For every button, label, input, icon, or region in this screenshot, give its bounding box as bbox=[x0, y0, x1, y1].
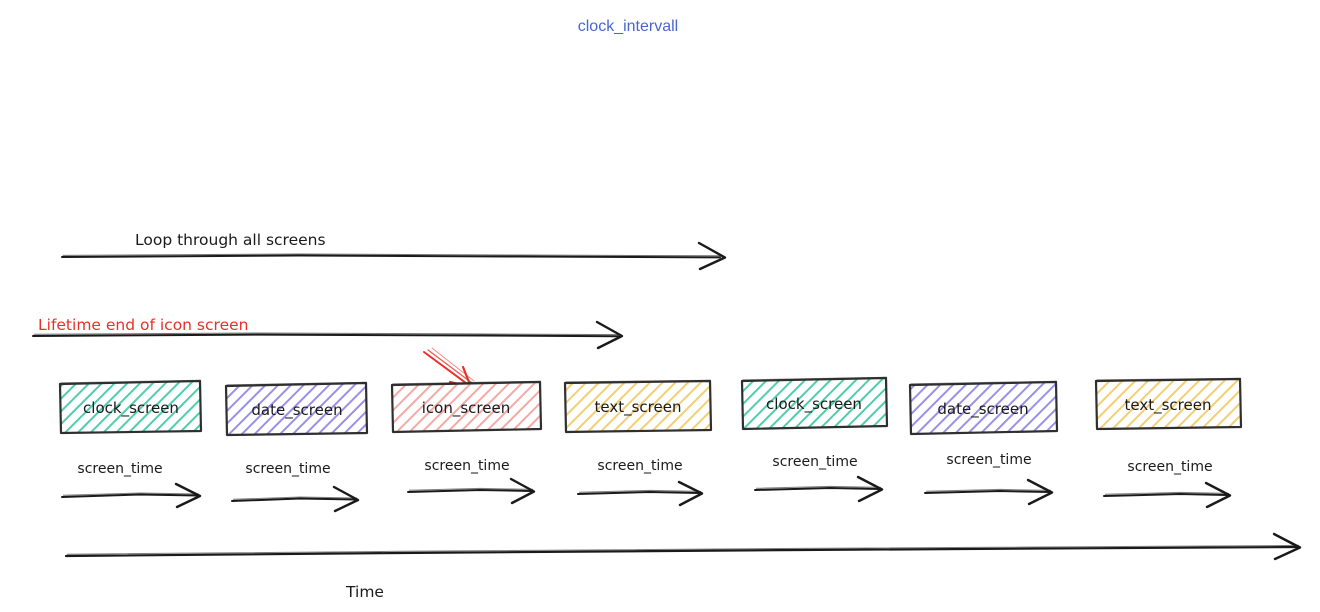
screen-box-clock-screen-1[interactable]: clock_screen bbox=[58, 379, 203, 435]
screen-box-label: clock_screen bbox=[83, 399, 179, 418]
screen-time-label: screen_time bbox=[946, 452, 1031, 468]
screen-box-label: icon_screen bbox=[422, 399, 510, 418]
screen-box-label: text_screen bbox=[1125, 396, 1212, 415]
annotation-loop-through-all-screens: Loop through all screens bbox=[61, 231, 727, 271]
screen-box-date-screen-2[interactable]: date_screen bbox=[908, 380, 1059, 436]
screen-box-text-screen-2[interactable]: text_screen bbox=[1094, 377, 1243, 431]
time-axis: Time bbox=[64, 532, 1302, 601]
screen-box-clock-screen-2[interactable]: clock_screen bbox=[740, 376, 889, 431]
annotation-lifetime-end-of-icon-screen: Lifetime end of icon screen bbox=[32, 316, 624, 350]
annotation-label-loop: Loop through all screens bbox=[135, 231, 326, 249]
screen-box-label: clock_screen bbox=[766, 395, 862, 414]
red-arrow-to-icon-screen bbox=[423, 347, 475, 389]
screen-time-group-5: screen_time bbox=[754, 454, 884, 503]
screen-time-label: screen_time bbox=[1127, 459, 1212, 475]
time-axis-label: Time bbox=[345, 583, 384, 601]
screen-time-group-6: screen_time bbox=[924, 452, 1054, 506]
screen-box-label: date_screen bbox=[251, 401, 342, 420]
screen-time-group-3: screen_time bbox=[407, 458, 536, 505]
screen-time-label: screen_time bbox=[597, 458, 682, 474]
screen-time-label: screen_time bbox=[772, 454, 857, 470]
screen-time-label: screen_time bbox=[424, 458, 509, 474]
screen-box-label: date_screen bbox=[937, 400, 1028, 419]
screen-time-group-1: screen_time bbox=[61, 461, 202, 509]
screen-box-label: text_screen bbox=[595, 398, 682, 417]
page-title: clock_intervall bbox=[578, 18, 678, 35]
screen-box-date-screen-1[interactable]: date_screen bbox=[224, 381, 369, 437]
screen-box-text-screen-1[interactable]: text_screen bbox=[563, 379, 713, 434]
screen-time-label: screen_time bbox=[77, 461, 162, 477]
screen-time-group-7: screen_time bbox=[1103, 459, 1232, 509]
screen-time-group-2: screen_time bbox=[231, 461, 360, 513]
screen-box-icon-screen[interactable]: icon_screen bbox=[390, 380, 543, 434]
annotation-label-lifetime: Lifetime end of icon screen bbox=[38, 316, 248, 334]
screen-time-group-4: screen_time bbox=[577, 458, 704, 507]
screen-time-label: screen_time bbox=[245, 461, 330, 477]
